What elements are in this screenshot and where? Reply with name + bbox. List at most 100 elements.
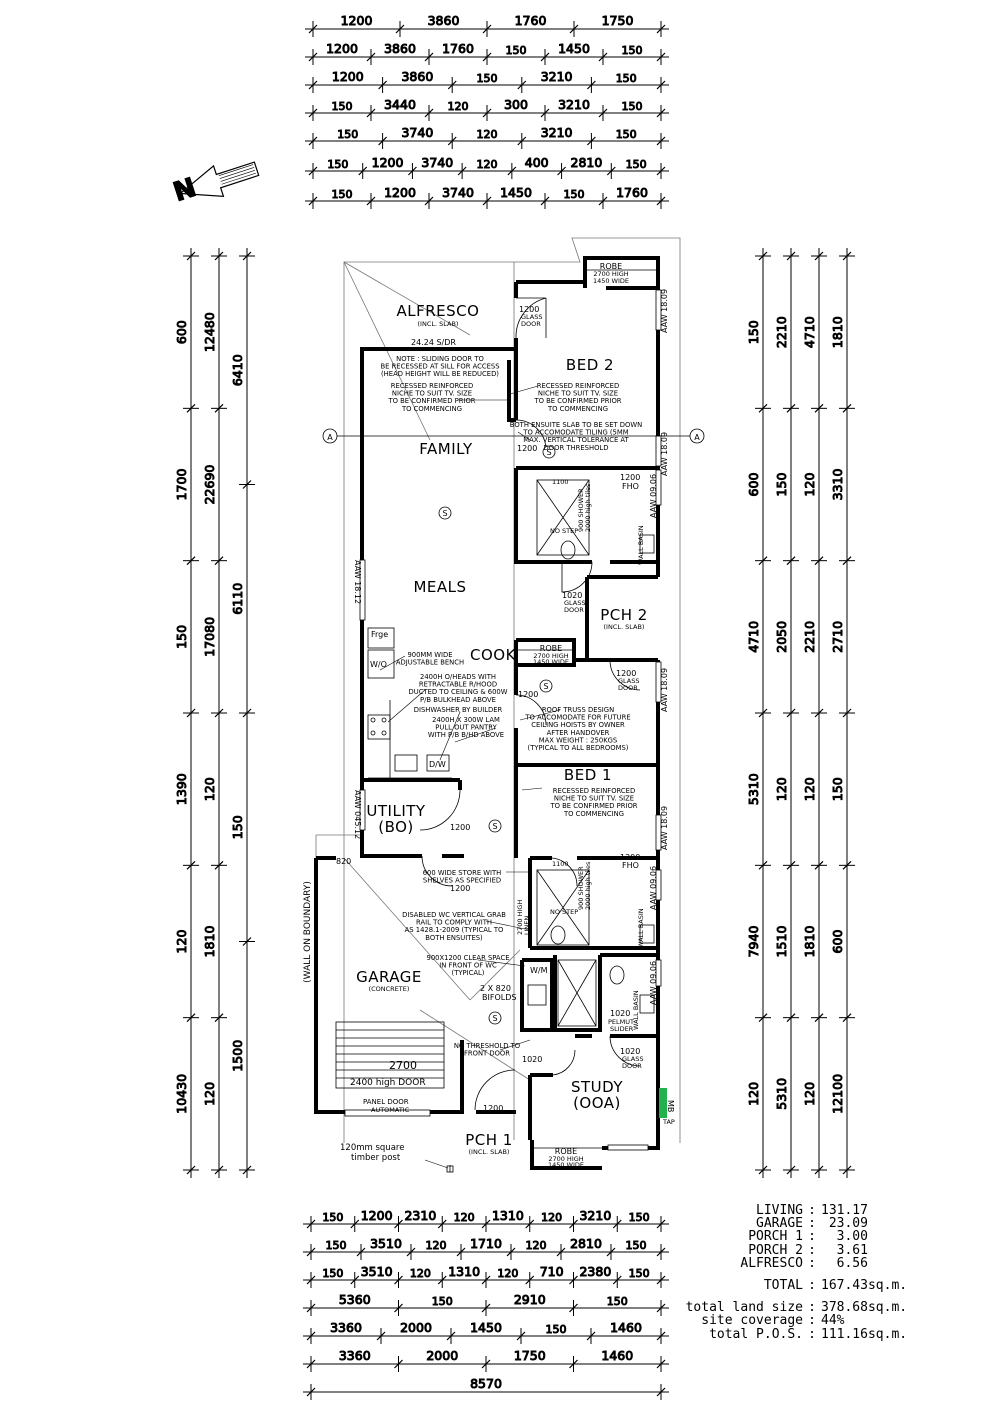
note-truss: TO ACCOMODATE FOR FUTURE [524, 714, 630, 722]
dimension-label: 600 [830, 930, 845, 954]
leader-lines [379, 385, 561, 1169]
dimension-label: 120 [202, 1082, 217, 1106]
area-label: LIVING [756, 1203, 803, 1218]
window-aaw0906: AAW 09.06 [649, 961, 658, 1005]
area-separator: : [808, 1278, 816, 1294]
area-label: TOTAL [763, 1278, 803, 1294]
area-separator: : [808, 1326, 816, 1342]
door-swings [419, 297, 641, 1111]
door-1200: 1200 [620, 473, 640, 482]
dimension-label: 3740 [421, 155, 453, 170]
linen-height: 2700 HIGH [516, 900, 524, 935]
note-niche_r: TO BE CONFIRMED PRIOR [533, 397, 621, 405]
room-study-sub: (OOA) [573, 1094, 621, 1112]
sliding-door-label: 24.24 S/DR [411, 338, 456, 347]
dim-1100: 1100 [552, 860, 569, 868]
door-1200: 1200 [517, 444, 537, 453]
area-value: 111.16sq.m. [821, 1326, 908, 1342]
north-arrow-icon [178, 161, 260, 197]
dim-1100: 1100 [552, 478, 569, 486]
dimension-label: 3210 [579, 1208, 611, 1223]
dimension-label: 3510 [370, 1236, 402, 1251]
area-value: 3.00 [821, 1229, 868, 1245]
note-sliding: NOTE : SLIDING DOOR TO [396, 355, 484, 363]
note-niche_r: NICHE TO SUIT TV. SIZE [538, 390, 618, 398]
note-niche_r: TO COMMENCING [547, 405, 608, 413]
area-row: PORCH 2: 3.61 [665, 1242, 925, 1258]
note-clear: (TYPICAL) [452, 969, 485, 977]
area-value: 378.68sq.m. [821, 1300, 908, 1316]
dimension-label: 120 [448, 100, 469, 113]
dimension-label: 120 [497, 1267, 518, 1280]
window-aaw1809: AAW 18.09 [660, 806, 669, 850]
robe-top: ROBE [600, 262, 622, 271]
note-grab: RAIL TO COMPLY WITH [416, 919, 492, 927]
dimension-label: 150 [174, 625, 189, 649]
dimension-label: 150 [774, 473, 789, 497]
dimension-label: 2910 [514, 1292, 546, 1307]
robe-bottom-sub1: 2700 HIGH [548, 1155, 583, 1163]
dimension-label: 600 [746, 473, 761, 497]
dimension-label: 150 [607, 1295, 628, 1308]
window-aaw1809: AAW 18.09 [660, 668, 669, 712]
dimension-label: 1310 [448, 1264, 480, 1279]
window-aaw0906: AAW 09.06 [649, 474, 658, 518]
dimension-label: 150 [332, 188, 353, 201]
right-dimension-strings: 1506004710531079401202210150205012015105… [746, 248, 855, 1178]
note-bed1_niche: NICHE TO SUIT TV. SIZE [554, 795, 634, 803]
bifolds-label: BIFOLDS [482, 993, 516, 1002]
dimension-label: 120 [477, 128, 498, 141]
room-pch2-sub: (INCL. SLAB) [604, 623, 645, 631]
dimension-label: 2380 [579, 1264, 611, 1279]
no-step-label: NO STEP [550, 527, 578, 535]
dimension-label: 120 [746, 1082, 761, 1106]
dimension-label: 3310 [830, 469, 845, 501]
dimension-label: 120 [526, 1239, 547, 1252]
note-sliding: (HEAD HEIGHT WILL BE REDUCED) [381, 370, 499, 378]
dimension-label: 1450 [470, 1320, 502, 1335]
area-label: PORCH 2 [748, 1242, 803, 1258]
area-row: ALFRESCO: 6.56 [665, 1257, 925, 1270]
dimension-label: 10430 [174, 1074, 189, 1114]
dimension-label: 5310 [774, 1078, 789, 1110]
dimension-label: 710 [540, 1264, 564, 1279]
dimension-label: 5360 [339, 1292, 371, 1307]
washing-machine-label: W/M [530, 966, 548, 975]
smoke-icon: S [543, 682, 548, 691]
note-grab: BOTH ENSUITES) [425, 934, 483, 942]
dimension-label: 150 [546, 1323, 567, 1336]
room-meals: MEALS [413, 578, 466, 596]
dimension-label: 1460 [601, 1348, 633, 1363]
dimension-label: 1810 [830, 316, 845, 348]
area-row: total land size:378.68sq.m. [665, 1301, 925, 1314]
dimension-label: 8570 [470, 1376, 502, 1391]
room-family: FAMILY [419, 440, 473, 458]
dimension-label: 3860 [428, 13, 460, 28]
dimension-label: 2210 [802, 621, 817, 653]
dimension-label: 3210 [558, 97, 590, 112]
dimension-label: 3860 [401, 69, 433, 84]
dimension-label: 1810 [802, 926, 817, 958]
note-pantry: 2400H X 300W LAM [432, 716, 500, 724]
smoke-icon: S [492, 1014, 497, 1023]
robe-mid: ROBE [540, 644, 562, 653]
dimension-label: 150 [337, 128, 358, 141]
note-hood: RETRACTABLE R/HOOD [419, 681, 497, 689]
window-aaw04512: AAW 045.12 [353, 790, 362, 839]
dimension-label: 4710 [746, 621, 761, 653]
door-1020: 1020 [562, 591, 582, 600]
area-value: 131.17 [821, 1203, 868, 1218]
meter-box-icon [659, 1088, 667, 1118]
room-utility-sub: (BO) [378, 818, 414, 836]
area-row: GARAGE: 23.09 [665, 1217, 925, 1230]
note-hood: DUCTED TO CEILING & 600W [409, 688, 508, 696]
dimension-label: 12100 [830, 1074, 845, 1114]
dimension-label: 2210 [774, 316, 789, 348]
dimension-label: 150 [626, 1239, 647, 1252]
room-pch1-sub: (INCL. SLAB) [469, 1148, 510, 1156]
room-pch1: PCH 1 [465, 1131, 513, 1149]
wall-on-boundary-label: (WALL ON BOUNDARY) [303, 881, 313, 983]
